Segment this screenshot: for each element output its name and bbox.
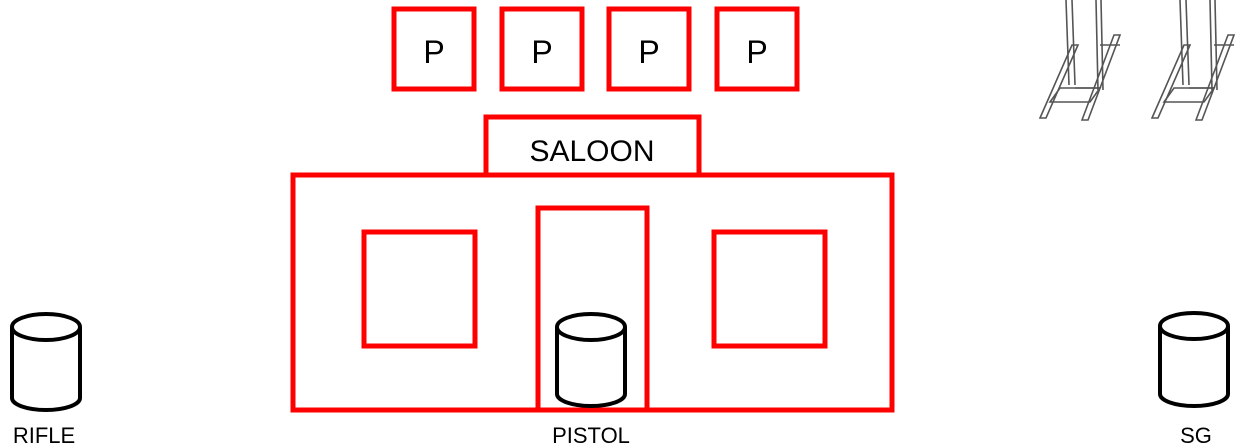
saloon-sign-label: SALOON [529, 135, 654, 168]
pistol-target-label: P [746, 34, 767, 70]
target-stand-icon [1150, 0, 1236, 121]
barrel-icon [555, 312, 627, 408]
pistol-target-label: P [423, 34, 444, 70]
saloon-facade [290, 172, 895, 413]
pistol-label: PISTOL [552, 423, 630, 447]
pistol-target-label: P [531, 34, 552, 70]
shotgun-label: SG [1180, 423, 1212, 447]
target-stand-icon [1038, 0, 1122, 121]
saloon-window-right [711, 229, 828, 349]
pistol-target: P [499, 6, 585, 92]
pistol-target: P [606, 6, 692, 92]
pistol-target-row: P P P P [391, 6, 800, 92]
saloon-window-left [361, 229, 478, 349]
pistol-target-label: P [638, 34, 659, 70]
barrel-icon [10, 312, 82, 412]
saloon-door [535, 205, 650, 413]
pistol-target: P [391, 6, 477, 92]
barrel-icon [1158, 311, 1230, 408]
pistol-target: P [714, 6, 800, 92]
saloon-sign: SALOON [483, 114, 702, 178]
rifle-label: RIFLE [13, 423, 75, 447]
